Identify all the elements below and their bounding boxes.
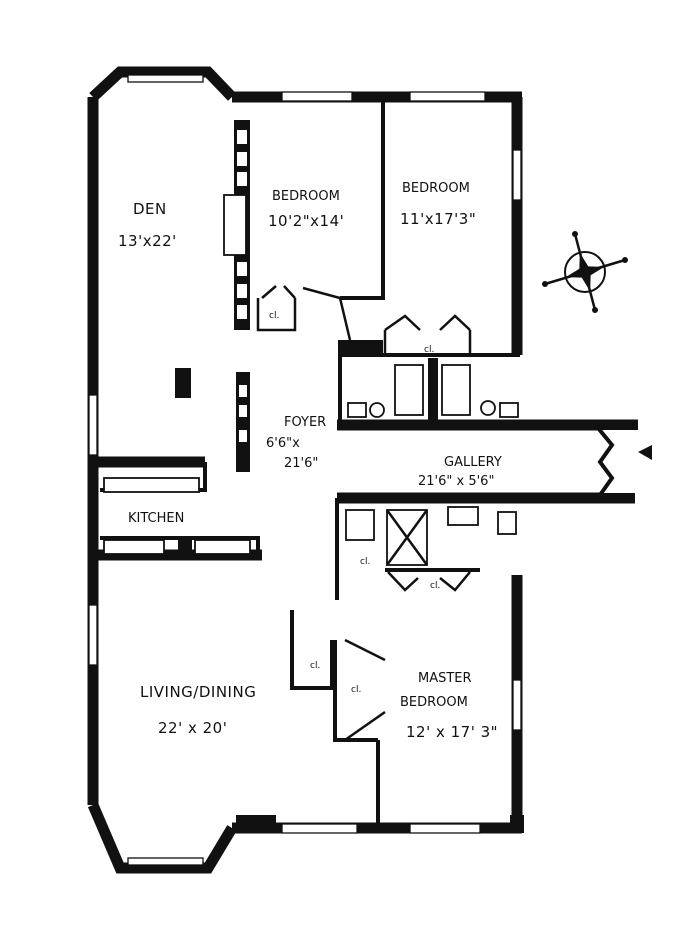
den-size: 13'x22' — [118, 232, 177, 250]
windows — [88, 74, 522, 866]
closet-label: cl. — [310, 661, 320, 671]
closet-label: cl. — [351, 685, 361, 695]
compass-rose-icon — [542, 231, 628, 313]
den-name: DEN — [133, 200, 167, 218]
living-size: 22' x 20' — [158, 719, 227, 737]
gallery-name: GALLERY — [444, 455, 502, 470]
foyer-size-line1: 6'6"x — [266, 436, 300, 451]
master-name-line2: BEDROOM — [400, 695, 468, 710]
kitchen-name: KITCHEN — [128, 511, 184, 526]
master-name-line1: MASTER — [418, 671, 472, 686]
master-size: 12' x 17' 3" — [406, 723, 498, 741]
closet-labels: cl. cl. cl. cl. cl. cl. — [269, 311, 440, 695]
closet-label: cl. — [424, 345, 434, 355]
exterior-walls — [87, 66, 638, 874]
bedroom1-size: 10'2"x14' — [268, 212, 344, 230]
bedroom2-size: 11'x17'3" — [400, 210, 476, 228]
interior-walls — [95, 98, 524, 833]
closet-label: cl. — [360, 557, 370, 567]
living-name: LIVING/DINING — [140, 683, 256, 701]
closet-label: cl. — [430, 581, 440, 591]
foyer-size-line2: 21'6" — [284, 456, 318, 471]
gallery-size: 21'6" x 5'6" — [418, 474, 494, 489]
foyer-name: FOYER — [284, 415, 326, 430]
closet-label: cl. — [269, 311, 279, 321]
room-labels: DEN 13'x22' BEDROOM 10'2"x14' BEDROOM 11… — [118, 181, 502, 741]
entrance-arrow-icon — [638, 445, 652, 460]
bedroom2-name: BEDROOM — [402, 181, 470, 196]
bedroom1-name: BEDROOM — [272, 189, 340, 204]
